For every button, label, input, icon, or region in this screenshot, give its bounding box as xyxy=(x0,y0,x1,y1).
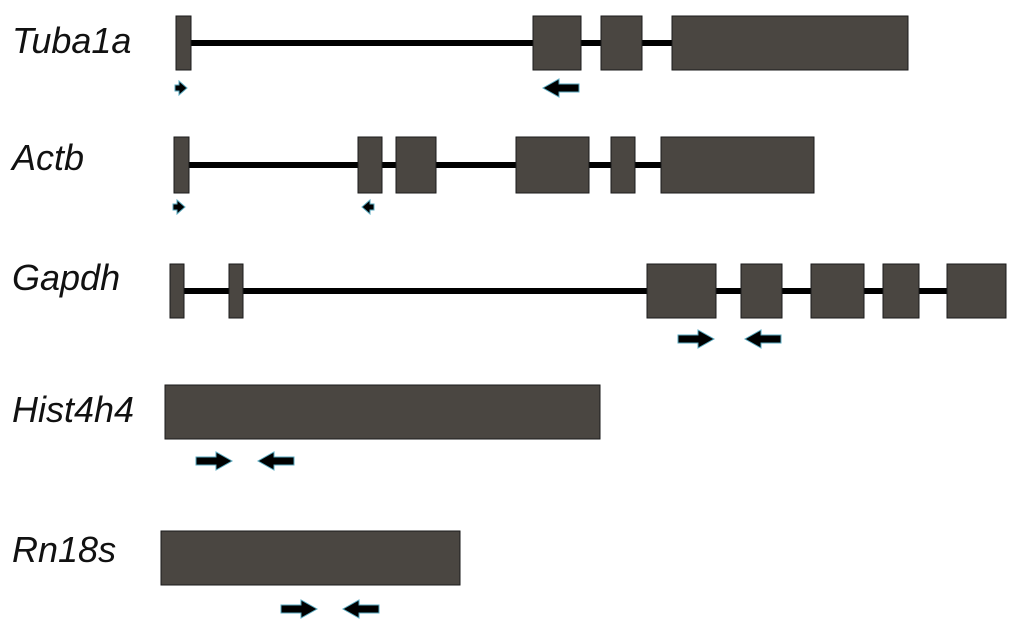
exon-2 xyxy=(357,136,383,194)
exon-5 xyxy=(610,136,636,194)
exon-4 xyxy=(740,263,783,319)
gene-tuba1a: Tuba1a xyxy=(12,15,909,98)
forward-primer-arrow-icon xyxy=(174,79,188,97)
exon-3 xyxy=(395,136,437,194)
exon-4 xyxy=(671,15,909,71)
forward-primer-arrow-icon xyxy=(195,451,234,471)
exon-3 xyxy=(600,15,643,71)
exon-5 xyxy=(810,263,865,319)
exon-2 xyxy=(532,15,582,71)
reverse-primer-arrow-icon xyxy=(361,198,375,216)
exon-4 xyxy=(515,136,590,194)
reverse-primer-arrow-icon xyxy=(743,329,782,349)
gene-label: Actb xyxy=(10,137,84,178)
forward-primer-arrow-icon xyxy=(280,599,319,619)
exon-3 xyxy=(646,263,717,319)
reverse-primer-arrow-icon xyxy=(341,599,380,619)
exon-1 xyxy=(175,15,192,71)
exon-7 xyxy=(946,263,1007,319)
gene-rn18s: Rn18s xyxy=(12,529,461,619)
gene-label: Tuba1a xyxy=(12,20,131,61)
exon-1 xyxy=(169,263,185,319)
exon-1 xyxy=(173,136,190,194)
exon-1 xyxy=(160,530,461,586)
reverse-primer-arrow-icon xyxy=(541,78,580,98)
gene-label: Rn18s xyxy=(12,529,116,570)
gene-gapdh: Gapdh xyxy=(12,257,1007,349)
forward-primer-arrow-icon xyxy=(677,329,716,349)
exon-2 xyxy=(228,263,244,319)
exon-1 xyxy=(164,384,601,440)
exon-6 xyxy=(660,136,815,194)
reverse-primer-arrow-icon xyxy=(256,451,295,471)
gene-label: Hist4h4 xyxy=(12,389,134,430)
forward-primer-arrow-icon xyxy=(172,198,186,216)
gene-actb: Actb xyxy=(10,136,815,216)
exon-6 xyxy=(882,263,920,319)
gene-hist4h4: Hist4h4 xyxy=(12,384,601,471)
gene-label: Gapdh xyxy=(12,257,120,298)
